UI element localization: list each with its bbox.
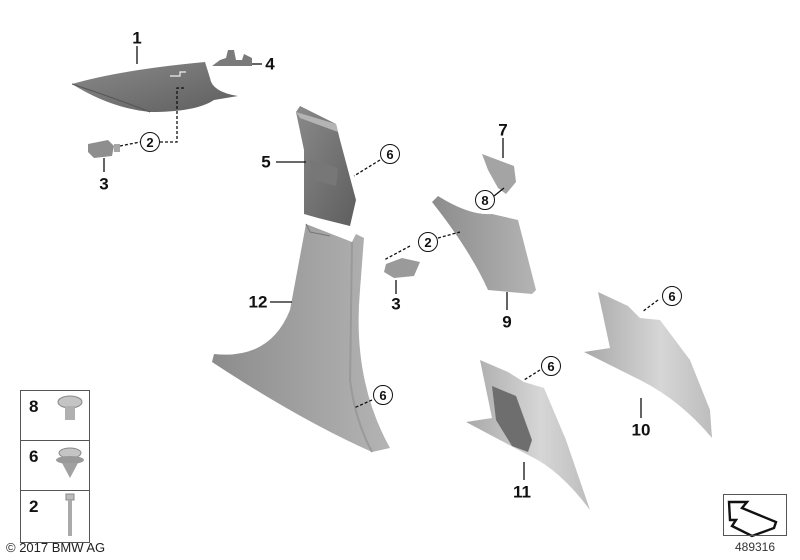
long-screw-icon bbox=[65, 493, 75, 536]
part-9-trim-panel bbox=[432, 196, 536, 294]
part-1-trim-cap bbox=[71, 62, 238, 113]
callout-6-circled: 6 bbox=[541, 356, 561, 376]
legend-item-6: 6 bbox=[21, 441, 89, 491]
callout-2-circled: 2 bbox=[418, 232, 438, 252]
figure-number: 489316 bbox=[734, 540, 776, 554]
callout-3: 3 bbox=[99, 174, 109, 194]
callout-2-circled: 2 bbox=[140, 132, 160, 152]
part-3-clip-cover-right bbox=[384, 258, 420, 278]
callout-1: 1 bbox=[132, 28, 142, 48]
leader-lines bbox=[103, 46, 659, 480]
screw-icon bbox=[57, 395, 83, 420]
part-4-bracket bbox=[212, 50, 252, 66]
legend-item-label: 2 bbox=[29, 497, 39, 516]
vehicle-direction-arrow-icon bbox=[727, 500, 778, 538]
part-5-upper-pillar-panel bbox=[296, 106, 356, 226]
callout-9: 9 bbox=[502, 312, 512, 332]
expanding-rivet-icon bbox=[56, 447, 84, 478]
callout-8-circled: 8 bbox=[475, 190, 495, 210]
callout-10: 10 bbox=[631, 420, 651, 440]
orientation-box bbox=[723, 494, 787, 536]
legend-item-2: 2 bbox=[21, 491, 89, 541]
copyright-text: © 2017 BMW AG bbox=[6, 540, 106, 555]
callout-5: 5 bbox=[261, 152, 271, 172]
legend-item-label: 8 bbox=[29, 397, 39, 416]
legend-item-label: 6 bbox=[29, 447, 39, 466]
legend-item-8: 8 bbox=[21, 391, 89, 441]
part-11-c-pillar-trim-speaker bbox=[466, 360, 590, 510]
callout-6-circled: 6 bbox=[373, 385, 393, 405]
fastener-legend: 8 6 2 bbox=[20, 390, 90, 543]
part-7-small-cover bbox=[482, 154, 516, 194]
callout-6-circled: 6 bbox=[380, 144, 400, 164]
callout-12: 12 bbox=[248, 292, 268, 312]
callout-3: 3 bbox=[391, 294, 401, 314]
callout-11: 11 bbox=[513, 482, 531, 502]
part-3-clip-cover-left bbox=[88, 140, 120, 158]
callout-6-circled: 6 bbox=[662, 286, 682, 306]
callout-4: 4 bbox=[265, 54, 275, 74]
part-12-lower-pillar-trim bbox=[212, 223, 390, 453]
part-10-c-pillar-trim bbox=[584, 292, 712, 438]
callout-7: 7 bbox=[498, 120, 508, 140]
